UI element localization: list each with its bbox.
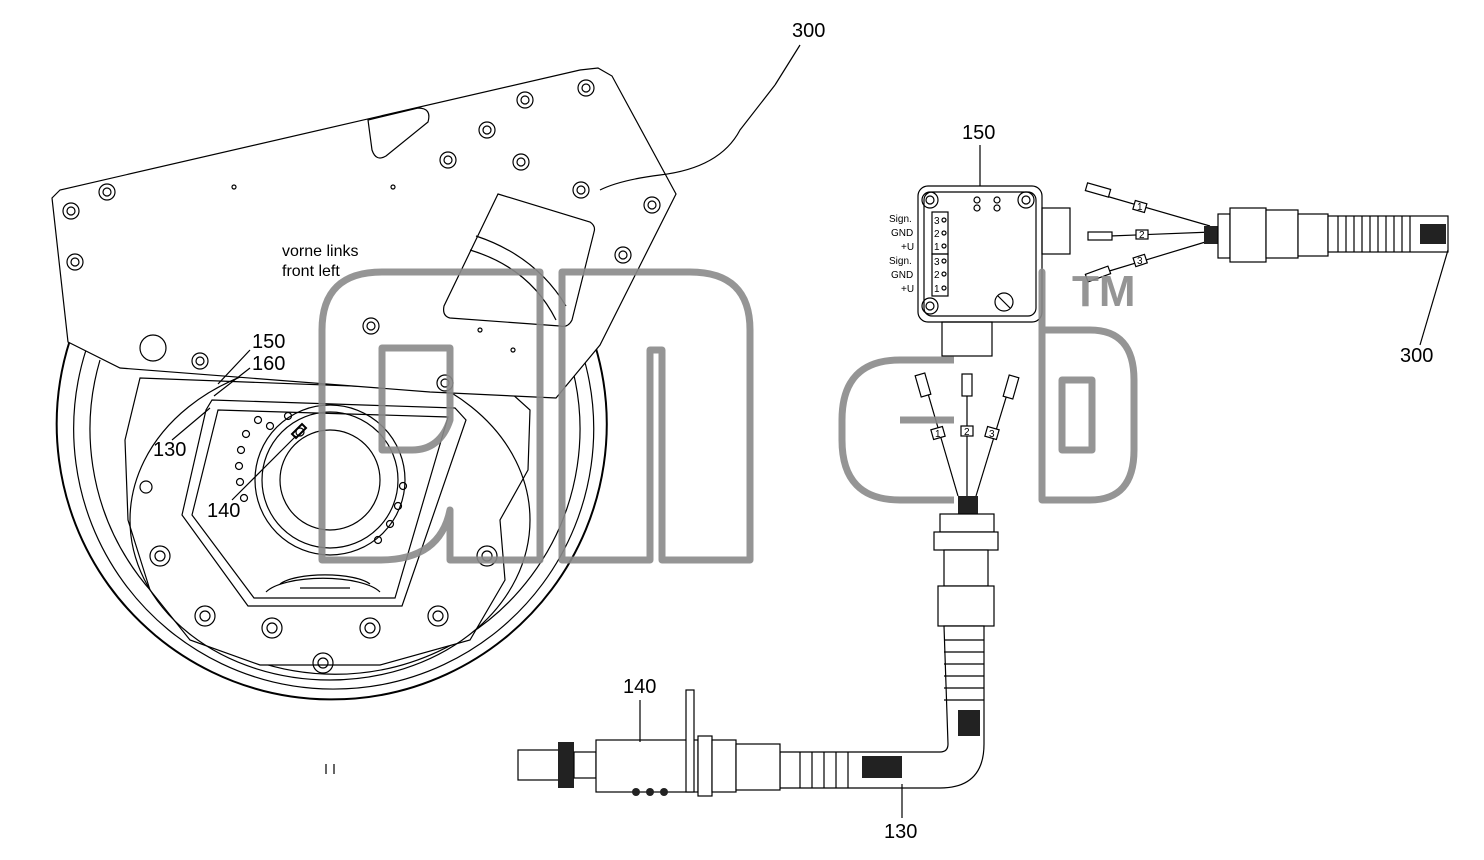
watermark-logo: TM xyxy=(318,267,1138,564)
tone-ring-holes xyxy=(234,411,408,545)
cable-300-left xyxy=(599,84,776,191)
pin-label-u-a: +U xyxy=(901,242,914,253)
pin-label-sign-b: Sign. xyxy=(889,256,912,267)
note-front-left: front left xyxy=(282,263,340,280)
wire-marker-1-right: 1 xyxy=(1137,202,1143,213)
wire-marker-3-right: 3 xyxy=(1137,256,1143,267)
pin-number-2a: 2 xyxy=(934,229,940,240)
pin-number-1a: 1 xyxy=(934,242,940,253)
pin-number-1b: 1 xyxy=(934,284,940,295)
plate-holes xyxy=(62,79,661,392)
callout-150-top: 150 xyxy=(962,122,995,144)
brake-disc xyxy=(55,339,608,701)
pin-number-2b: 2 xyxy=(934,270,940,281)
sensor-tip-140 xyxy=(290,422,308,440)
corrugated-hose-right xyxy=(1337,216,1411,252)
sensor-wires-lower xyxy=(779,372,1020,789)
brake-disc-assembly xyxy=(51,67,776,774)
wire-marker-2-lower: 2 xyxy=(964,427,970,438)
axle-bore xyxy=(254,404,406,556)
wire-marker-3-lower: 3 xyxy=(989,429,995,440)
callout-300-right: 300 xyxy=(1400,345,1433,367)
sensor-module-150 xyxy=(917,185,1071,357)
wire-marker-2-right: 2 xyxy=(1139,230,1145,241)
hub-bolt-holes xyxy=(139,480,498,674)
callout-150-left: 150 xyxy=(252,331,285,353)
note-vorne-links: vorne links xyxy=(282,243,358,260)
callout-130-bottom: 130 xyxy=(884,821,917,843)
terminal-strip-b xyxy=(931,253,949,297)
pin-number-3a: 3 xyxy=(934,216,940,227)
callout-130-left: 130 xyxy=(153,439,186,461)
speed-sensor-140 xyxy=(517,689,781,797)
sensor-wires-right xyxy=(1084,182,1449,346)
pin-label-gnd-a: GND xyxy=(891,228,913,239)
wheel-hub xyxy=(124,377,531,666)
caliper-window xyxy=(443,193,596,327)
pin-label-sign-a: Sign. xyxy=(889,214,912,225)
wire-marker-1-lower: 1 xyxy=(935,429,941,440)
plate-slot xyxy=(367,107,430,159)
callout-300-top: 300 xyxy=(792,20,825,42)
callout-160: 160 xyxy=(252,353,285,375)
sensor-bracket xyxy=(181,399,467,607)
dust-cover-plate xyxy=(51,67,677,399)
leader-lines xyxy=(171,44,981,818)
callout-140-left: 140 xyxy=(207,500,240,522)
pin-label-gnd-b: GND xyxy=(891,270,913,281)
pin-number-3b: 3 xyxy=(934,257,940,268)
callout-140-bottom: 140 xyxy=(623,676,656,698)
trademark-mark: TM xyxy=(1072,267,1136,316)
pin-label-u-b: +U xyxy=(901,284,914,295)
